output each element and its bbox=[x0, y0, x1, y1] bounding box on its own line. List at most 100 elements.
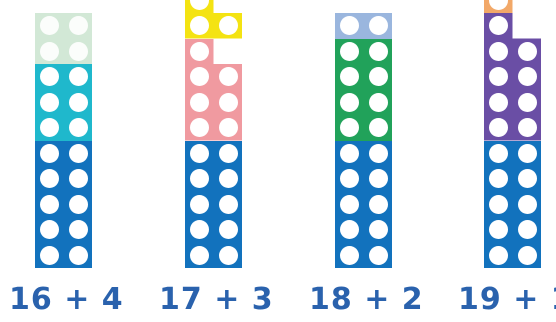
peg-hole bbox=[340, 220, 359, 239]
peg-hole bbox=[489, 169, 508, 188]
peg-hole bbox=[340, 246, 359, 265]
peg-hole bbox=[489, 16, 508, 35]
ten-rod-tile bbox=[484, 141, 541, 269]
peg-hole bbox=[69, 246, 88, 265]
peg-hole bbox=[369, 67, 388, 86]
two-rod-tile bbox=[335, 13, 392, 39]
peg-hole bbox=[40, 67, 59, 86]
peg-hole bbox=[69, 42, 88, 61]
column-2 bbox=[185, 0, 255, 322]
peg-hole bbox=[518, 144, 537, 163]
peg-hole bbox=[489, 42, 508, 61]
peg-hole bbox=[340, 169, 359, 188]
peg-hole bbox=[190, 195, 209, 214]
peg-hole bbox=[190, 220, 209, 239]
peg-hole bbox=[369, 16, 388, 35]
peg-hole bbox=[340, 144, 359, 163]
peg-hole bbox=[369, 118, 388, 137]
peg-hole bbox=[69, 118, 88, 137]
peg-hole bbox=[40, 93, 59, 112]
peg-hole bbox=[340, 42, 359, 61]
column-1 bbox=[35, 0, 105, 322]
peg-hole bbox=[340, 16, 359, 35]
peg-hole bbox=[69, 93, 88, 112]
peg-hole bbox=[40, 144, 59, 163]
peg-hole bbox=[489, 118, 508, 137]
peg-hole bbox=[69, 144, 88, 163]
peg-hole bbox=[219, 220, 238, 239]
peg-hole bbox=[369, 144, 388, 163]
peg-hole bbox=[489, 93, 508, 112]
equation-label: 17 + 3 bbox=[159, 282, 269, 318]
peg-hole bbox=[518, 220, 537, 239]
peg-hole bbox=[489, 67, 508, 86]
peg-hole bbox=[369, 93, 388, 112]
peg-hole bbox=[518, 246, 537, 265]
column-4 bbox=[484, 0, 554, 322]
peg-hole bbox=[219, 16, 238, 35]
four-rod-tile bbox=[35, 13, 92, 64]
equation-label: 18 + 2 bbox=[309, 282, 419, 318]
peg-hole bbox=[219, 246, 238, 265]
peg-hole bbox=[489, 220, 508, 239]
peg-hole bbox=[69, 169, 88, 188]
peg-hole bbox=[190, 169, 209, 188]
peg-hole bbox=[190, 42, 209, 61]
peg-hole bbox=[518, 42, 537, 61]
one-rod-tile bbox=[484, 0, 541, 13]
nine-rod-tile bbox=[484, 13, 541, 141]
peg-hole bbox=[190, 16, 209, 35]
peg-hole bbox=[190, 67, 209, 86]
peg-hole bbox=[190, 0, 209, 10]
peg-hole bbox=[40, 246, 59, 265]
peg-hole bbox=[369, 42, 388, 61]
peg-hole bbox=[69, 220, 88, 239]
peg-hole bbox=[518, 169, 537, 188]
peg-hole bbox=[190, 144, 209, 163]
peg-hole bbox=[340, 93, 359, 112]
peg-hole bbox=[369, 246, 388, 265]
peg-hole bbox=[219, 144, 238, 163]
seven-rod-tile bbox=[185, 39, 242, 141]
peg-hole bbox=[190, 118, 209, 137]
peg-hole bbox=[69, 67, 88, 86]
six-rod-tile bbox=[35, 64, 92, 141]
peg-hole bbox=[518, 93, 537, 112]
peg-hole bbox=[489, 0, 508, 10]
peg-hole bbox=[40, 42, 59, 61]
equation-label: 19 + 1 bbox=[458, 282, 556, 318]
peg-hole bbox=[340, 195, 359, 214]
peg-hole bbox=[40, 220, 59, 239]
peg-hole bbox=[69, 195, 88, 214]
peg-hole bbox=[489, 195, 508, 214]
peg-hole bbox=[518, 195, 537, 214]
peg-hole bbox=[219, 67, 238, 86]
three-rod-tile bbox=[185, 0, 242, 39]
peg-hole bbox=[369, 220, 388, 239]
peg-hole bbox=[369, 169, 388, 188]
ten-rod-tile bbox=[35, 141, 92, 269]
peg-hole bbox=[369, 195, 388, 214]
ten-rod-tile bbox=[335, 141, 392, 269]
peg-hole bbox=[40, 118, 59, 137]
peg-hole bbox=[219, 118, 238, 137]
peg-hole bbox=[219, 93, 238, 112]
peg-hole bbox=[40, 16, 59, 35]
equation-label: 16 + 4 bbox=[9, 282, 119, 318]
ten-rod-tile bbox=[185, 141, 242, 269]
peg-hole bbox=[190, 93, 209, 112]
peg-hole bbox=[518, 67, 537, 86]
peg-hole bbox=[340, 67, 359, 86]
peg-hole bbox=[40, 195, 59, 214]
peg-hole bbox=[219, 169, 238, 188]
eight-rod-tile bbox=[335, 39, 392, 141]
column-3 bbox=[335, 0, 405, 322]
peg-hole bbox=[340, 118, 359, 137]
peg-hole bbox=[489, 246, 508, 265]
peg-hole bbox=[219, 195, 238, 214]
peg-hole bbox=[190, 246, 209, 265]
peg-hole bbox=[489, 144, 508, 163]
peg-hole bbox=[40, 169, 59, 188]
peg-hole bbox=[69, 16, 88, 35]
